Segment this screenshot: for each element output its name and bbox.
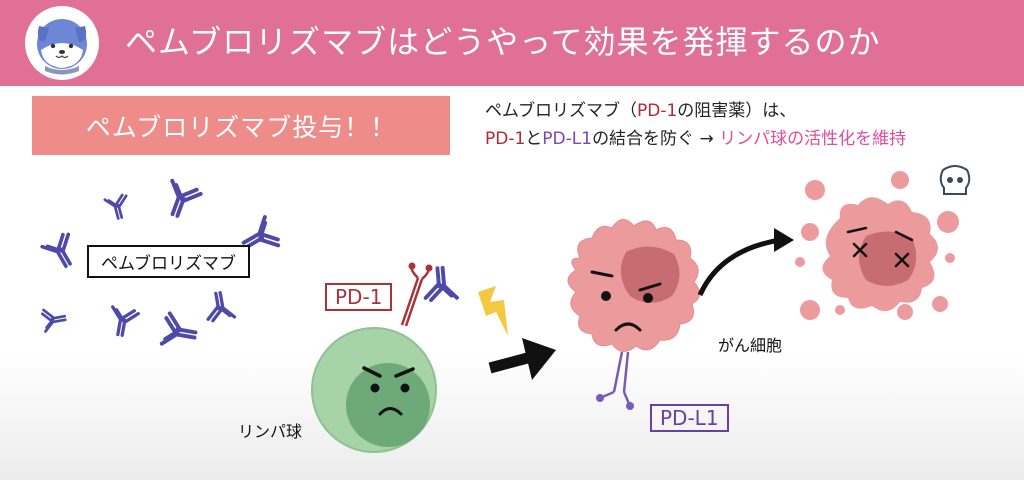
header-bar: ペムブロリズマブはどうやって効果を発揮するのか: [0, 0, 1024, 86]
lightning-icon: [478, 286, 508, 336]
antibody-label: ペムブロリズマブ: [87, 245, 250, 278]
result-text: リンパ球の活性化を維持: [719, 129, 907, 149]
description-line-1: ペムブロリズマブ（PD-1の阻害薬）は、: [485, 101, 797, 121]
pd1-text: PD-1: [485, 129, 526, 149]
pdl1-label: PD-L1: [650, 404, 729, 432]
page-title: ペムブロリズマブはどうやって効果を発揮するのか: [125, 23, 881, 61]
cancer-cell-icon: [567, 219, 700, 410]
cancer-cell-label: がん細胞: [718, 336, 783, 355]
pdl1-text: PD-L1: [542, 129, 593, 149]
mechanism-description: ペムブロリズマブ（PD-1の阻害薬）は、 PD-1とPD-L1の結合を防ぐ → …: [485, 97, 906, 153]
curved-arrow-icon: [697, 228, 794, 297]
arrow-icon: [488, 338, 556, 380]
administration-banner: ペムブロリズマブ投与！！: [32, 96, 450, 155]
pd1-label: PD-1: [325, 283, 393, 311]
pd1-text: PD-1: [636, 101, 678, 121]
pd1-receptor-icon: [400, 262, 433, 327]
lymphocyte-icon: [311, 327, 437, 453]
skull-icon: [939, 165, 971, 195]
lymphocyte-label: リンパ球: [238, 422, 303, 441]
dog-mascot-icon: [25, 6, 99, 80]
dead-cancer-cell-icon: [795, 171, 959, 320]
description-line-2: PD-1とPD-L1の結合を防ぐ → リンパ球の活性化を維持: [485, 129, 907, 149]
